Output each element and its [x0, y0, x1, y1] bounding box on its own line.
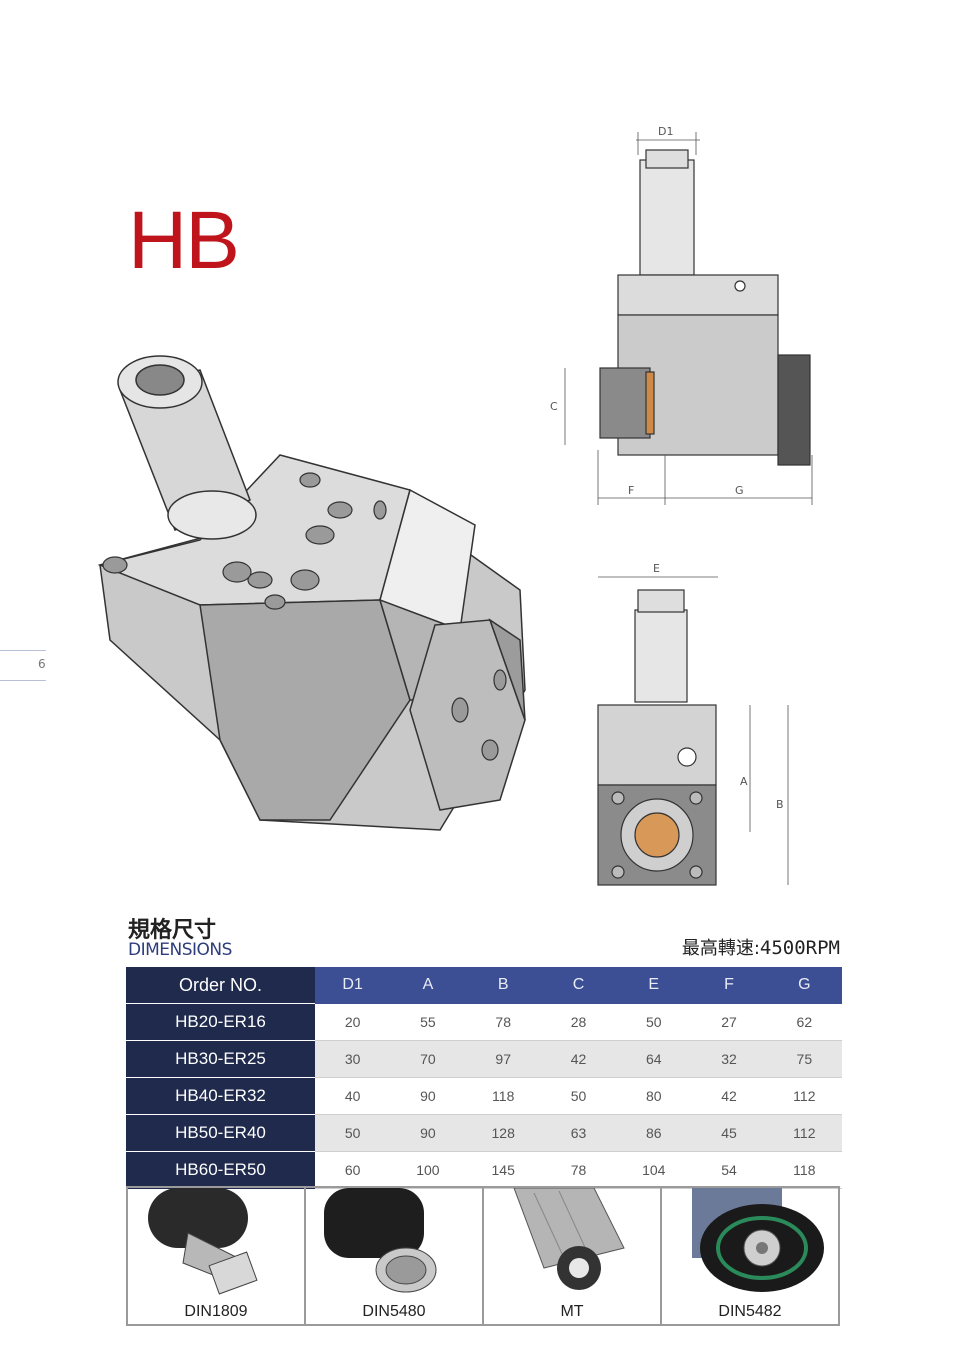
table-cell: 80: [616, 1077, 692, 1115]
front-view-drawing: E A B: [597, 562, 789, 886]
max-speed-label: 最高轉速:: [681, 938, 760, 959]
table-cell: 145: [465, 1151, 541, 1189]
table-cell: 42: [691, 1077, 767, 1115]
column-header: A: [390, 967, 466, 1004]
table-cell: 63: [540, 1114, 617, 1152]
table-cell: 64: [616, 1040, 692, 1078]
table-cell: 86: [616, 1114, 692, 1152]
table-cell: 45: [691, 1114, 767, 1152]
page-marker-line: [0, 650, 46, 651]
dim-label-b: B: [776, 798, 784, 811]
table-row: HB30-ER25 30 70 97 42 64 32 75: [126, 1040, 842, 1078]
table-cell: 30: [315, 1040, 391, 1078]
dim-label-d1: D1: [658, 125, 673, 138]
drive-label: DIN1809: [184, 1303, 248, 1320]
table-cell: 100: [390, 1151, 466, 1189]
drive-label: DIN5480: [362, 1303, 426, 1320]
product-3d-illustration: [97, 355, 526, 831]
order-number: HB60-ER50: [126, 1151, 315, 1189]
table-cell: 118: [766, 1151, 842, 1189]
table-cell: 70: [390, 1040, 466, 1078]
table-cell: 112: [766, 1114, 842, 1152]
dim-label-e: E: [653, 562, 660, 575]
table-cell: 27: [691, 1003, 767, 1041]
spline-drive-image: [324, 1188, 437, 1293]
table-row: HB20-ER16 20 55 78 28 50 27 62: [126, 1003, 842, 1041]
table-cell: 40: [315, 1077, 391, 1115]
dim-label-g: G: [735, 484, 744, 497]
drive-label: MT: [560, 1303, 584, 1320]
table-cell: 118: [465, 1077, 541, 1115]
table-cell: 128: [465, 1114, 541, 1152]
dimensions-table: Order NO. D1 A B C E F G HB20-ER16 20 55…: [126, 967, 842, 1189]
page-marker-line: [0, 680, 46, 681]
max-speed-value: 4500RPM: [759, 937, 840, 959]
dim-label-c: C: [550, 400, 558, 413]
drive-type-din5480: DIN5480: [306, 1188, 484, 1324]
table-cell: 42: [540, 1040, 617, 1078]
table-cell: 28: [540, 1003, 617, 1041]
table-row: HB50-ER40 50 90 128 63 86 45 112: [126, 1114, 842, 1152]
drive-label: DIN5482: [718, 1303, 782, 1320]
square-drive-image: [148, 1188, 258, 1295]
table-cell: 20: [315, 1003, 391, 1041]
table-cell: 104: [616, 1151, 692, 1189]
order-number: HB20-ER16: [126, 1003, 315, 1041]
gear-drive-image: [692, 1188, 824, 1292]
table-cell: 50: [540, 1077, 617, 1115]
column-header: D1: [315, 967, 391, 1004]
column-header: F: [691, 967, 767, 1004]
drive-types: DIN1809 DIN5480 MT DIN5482: [126, 1186, 840, 1326]
table-header-row: Order NO. D1 A B C E F G: [126, 967, 842, 1004]
order-number: HB40-ER32: [126, 1077, 315, 1115]
table-cell: 90: [390, 1114, 466, 1152]
table-cell: 55: [390, 1003, 466, 1041]
table-cell: 50: [315, 1114, 391, 1152]
table-cell: 60: [315, 1151, 391, 1189]
table-row: HB40-ER32 40 90 118 50 80 42 112: [126, 1077, 842, 1115]
table-row: HB60-ER50 60 100 145 78 104 54 118: [126, 1151, 842, 1189]
page-number: 6: [38, 657, 46, 671]
dim-label-f: F: [628, 484, 634, 497]
product-title: HB: [128, 195, 240, 286]
table-cell: 32: [691, 1040, 767, 1078]
table-cell: 97: [465, 1040, 541, 1078]
column-header: E: [616, 967, 692, 1004]
side-view-drawing: D1 C F G: [550, 125, 813, 505]
table-cell: 78: [540, 1151, 617, 1189]
column-header: Order NO.: [126, 967, 315, 1004]
table-cell: 78: [465, 1003, 541, 1041]
column-header: C: [540, 967, 617, 1004]
table-cell: 50: [616, 1003, 692, 1041]
drive-type-din5482: DIN5482: [662, 1188, 838, 1324]
order-number: HB30-ER25: [126, 1040, 315, 1078]
table-cell: 62: [766, 1003, 842, 1041]
column-header: B: [465, 967, 541, 1004]
max-speed: 最高轉速:4500RPM: [682, 934, 840, 960]
drive-type-din1809: DIN1809: [128, 1188, 306, 1324]
table-cell: 90: [390, 1077, 466, 1115]
table-cell: 75: [766, 1040, 842, 1078]
column-header: G: [766, 967, 842, 1004]
section-title-cn: 規格尺寸: [128, 918, 217, 943]
mt-drive-image: [513, 1188, 625, 1290]
drive-type-mt: MT: [484, 1188, 662, 1324]
table-cell: 54: [691, 1151, 767, 1189]
section-title-en: DIMENSIONS: [128, 940, 232, 960]
table-cell: 112: [766, 1077, 842, 1115]
dim-label-a: A: [740, 775, 748, 788]
order-number: HB50-ER40: [126, 1114, 315, 1152]
